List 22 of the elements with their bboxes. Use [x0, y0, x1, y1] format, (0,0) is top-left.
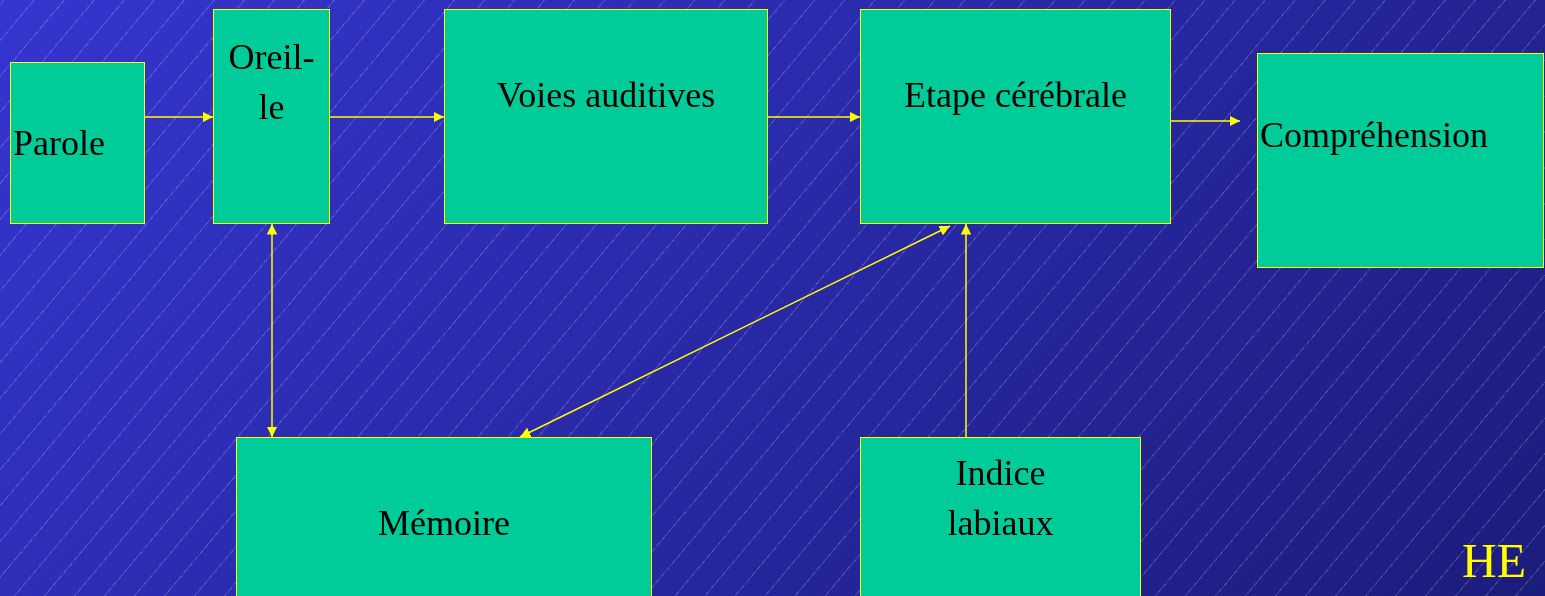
box-label: Parole — [13, 121, 105, 165]
process-box — [1257, 53, 1544, 268]
arrow — [767, 111, 861, 123]
arrow — [960, 223, 972, 438]
arrow — [1170, 115, 1241, 127]
process-box — [444, 9, 768, 224]
corner-text: HE — [1462, 537, 1526, 585]
box-label: Indice labiaux — [946, 452, 1055, 546]
box-label: Oreil- le — [227, 36, 316, 130]
arrow — [519, 225, 951, 438]
box-label: Etape cérébrale — [904, 74, 1127, 117]
process-box — [10, 62, 145, 224]
box-label: Compréhension — [1260, 114, 1488, 157]
arrow — [329, 111, 445, 123]
arrow — [144, 111, 214, 123]
box-label: Voies auditives — [496, 74, 716, 117]
arrow — [266, 223, 278, 438]
box-label: Mémoire — [378, 502, 510, 545]
process-box — [860, 9, 1171, 224]
process-box — [860, 437, 1141, 596]
process-box — [213, 9, 330, 224]
process-box — [236, 437, 652, 596]
